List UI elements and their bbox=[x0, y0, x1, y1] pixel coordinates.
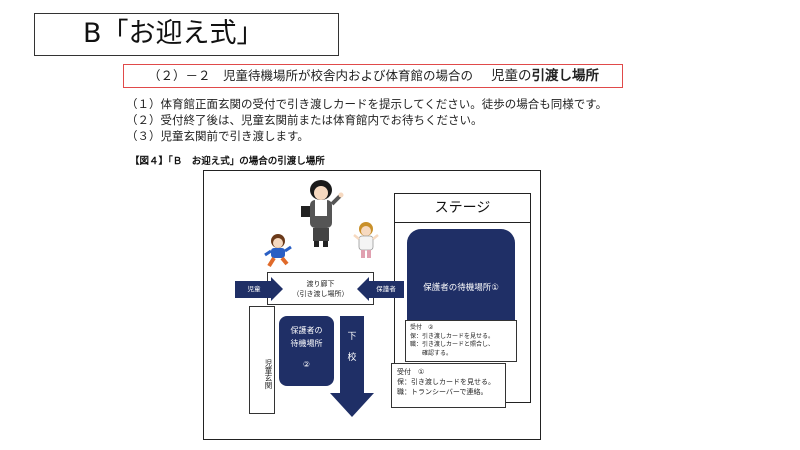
running-child-illustration bbox=[264, 234, 292, 268]
guardians-arrow-head bbox=[357, 277, 369, 301]
instruction-line-1: （１）体育館正面玄関の受付で引き渡しカードを提示してください。徒歩の場合も同様で… bbox=[126, 97, 608, 111]
reception-1-line-1: 保：引き渡しカードを見せる。 bbox=[397, 378, 495, 386]
reception-1-box: 受付 ① 保：引き渡しカードを見せる。 職：トランシーバーで連絡。 bbox=[391, 363, 506, 408]
children-arrow-head bbox=[271, 277, 283, 301]
reception-2-line-3: 確認する。 bbox=[410, 349, 453, 357]
guardian-waiting-area-2: 保護者の 待機場所 ② bbox=[279, 316, 334, 386]
reception-2-box: 受付 ② 保：引き渡しカードを見せる。 職：引き渡しカードと照合し、 確認する。 bbox=[405, 320, 517, 362]
subtitle-part1: （２）－２ 児童待機場所が校舎内および体育館の場合の bbox=[148, 68, 474, 83]
reception-1-title: 受付 ① bbox=[397, 368, 425, 376]
reception-2-line-1: 保：引き渡しカードを見せる。 bbox=[410, 332, 495, 340]
hallway-sublabel: （引き渡し場所） bbox=[292, 290, 349, 298]
instruction-line-3: （３）児童玄関前で引き渡します。 bbox=[126, 129, 309, 143]
hallway-label: 渡り廊下 bbox=[306, 280, 335, 288]
reception-1-line-2: 職：トランシーバーで連絡。 bbox=[397, 388, 488, 396]
page-title: B「お迎え式」 bbox=[34, 13, 339, 56]
instruction-line-2: （２）受付終了後は、児童玄関前または体育館内でお待ちください。 bbox=[126, 113, 483, 127]
guardians-arrow: 保護者 bbox=[368, 281, 404, 298]
children-entrance: 児童玄関 bbox=[249, 306, 275, 414]
hallway-handover-box: 渡り廊下 （引き渡し場所） bbox=[267, 272, 374, 305]
waiting-area-2-line-2: 待機場所 bbox=[290, 339, 323, 348]
exit-arrow-char-1: 下 bbox=[347, 332, 357, 342]
exit-arrow: 下 校 bbox=[340, 316, 364, 394]
subtitle-part2-plain: 児童の bbox=[491, 68, 532, 84]
pickup-diagram: ステージ 保護者の待機場所① 受付 ② 保：引き渡しカードを見せる。 職：引き渡… bbox=[203, 170, 541, 440]
section-subtitle: （２）－２ 児童待機場所が校舎内および体育館の場合の 児童の引渡し場所 bbox=[123, 64, 623, 88]
reception-2-title: 受付 ② bbox=[410, 324, 434, 331]
teacher-illustration bbox=[301, 180, 344, 247]
waiting-area-2-line-1: 保護者の bbox=[290, 326, 323, 335]
waiting-area-2-line-3: ② bbox=[302, 360, 311, 369]
children-arrow: 児童 bbox=[235, 281, 273, 298]
figure-caption: 【図４】「Ｂ お迎え式」の場合の引渡し場所 bbox=[130, 156, 325, 167]
exit-arrow-head bbox=[330, 393, 374, 417]
exit-arrow-char-2: 校 bbox=[347, 353, 357, 363]
subtitle-part2: 児童の引渡し場所 bbox=[491, 68, 599, 84]
girl-illustration bbox=[353, 222, 379, 258]
reception-2-line-2: 職：引き渡しカードと照合し、 bbox=[410, 341, 495, 348]
stage-label: ステージ bbox=[395, 194, 530, 223]
subtitle-part2-bold: 引渡し場所 bbox=[531, 68, 600, 84]
